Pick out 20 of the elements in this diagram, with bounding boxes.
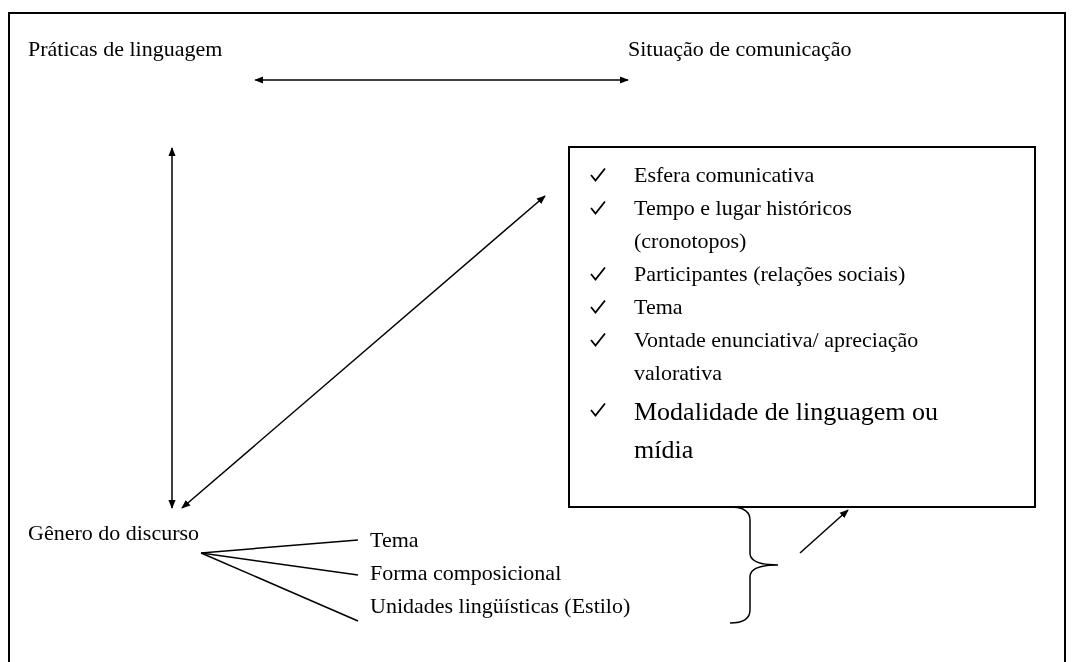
- arrow: [799, 509, 849, 554]
- checklist-box: [568, 146, 1036, 508]
- checklist-item-text: Modalidade de linguagem ou mídia: [634, 396, 939, 466]
- node-label: Situação de comunicação: [628, 36, 852, 62]
- connector-line: [200, 552, 359, 622]
- node-label: Práticas de linguagem: [28, 36, 223, 62]
- node-label: Unidades lingüísticas (Estilo): [370, 593, 631, 619]
- checklist-item-text: Tempo e lugar históricos (cronotopos): [634, 194, 853, 255]
- arrow: [181, 195, 546, 509]
- checklist-item-text: Participantes (relações sociais): [634, 260, 907, 288]
- arrow: [254, 76, 629, 84]
- checklist-item-text: Tema: [634, 293, 684, 321]
- connector-line: [200, 552, 359, 576]
- node-label: Forma composicional: [370, 560, 562, 586]
- connector-line: [200, 539, 359, 554]
- node-label: Gênero do discurso: [28, 520, 200, 546]
- node-label: Tema: [370, 527, 419, 553]
- checklist-item-text: Vontade enunciativa/ apreciação valorativa: [634, 326, 920, 387]
- arrow: [168, 147, 176, 509]
- checklist-item-text: Esfera comunicativa: [634, 161, 816, 189]
